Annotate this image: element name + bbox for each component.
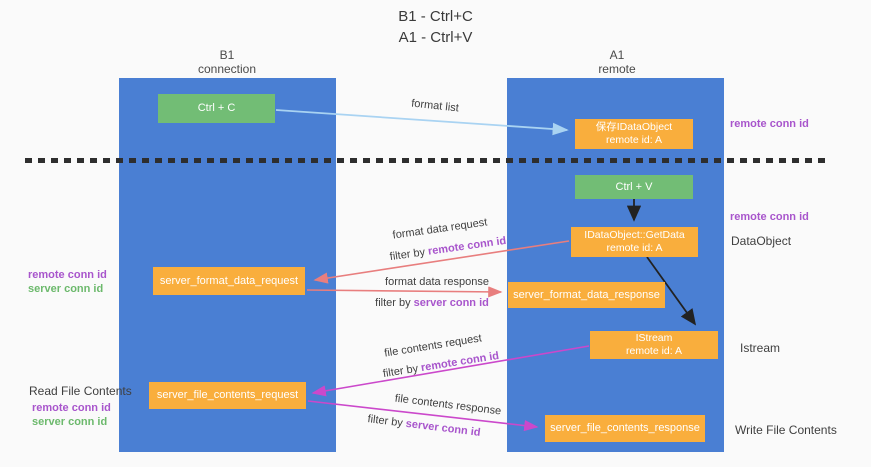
- side-label-remote-conn-id-left-2: remote conn id: [32, 402, 111, 414]
- side-label-remote-conn-id-left-1: remote conn id: [28, 269, 107, 281]
- dashed-divider: [25, 158, 831, 163]
- arrow-format-data-request: [313, 240, 570, 284]
- title-line-2: A1 - Ctrl+V: [398, 29, 473, 46]
- node-getdata-line1: IDataObject::GetData: [584, 229, 685, 241]
- arrow-format-data-response: [306, 286, 503, 298]
- left-column-role: connection: [197, 62, 257, 76]
- side-label-remote-conn-id-1: remote conn id: [730, 118, 809, 130]
- side-label-dataobject: DataObject: [731, 234, 792, 248]
- diagram-title: B1 - Ctrl+C A1 - Ctrl+V: [0, 6, 871, 48]
- node-ctrl-v-label: Ctrl + V: [615, 180, 653, 193]
- node-ctrl-c: Ctrl + C: [158, 94, 275, 123]
- side-label-remote-conn-id-2: remote conn id: [730, 211, 809, 223]
- left-column-name: B1: [219, 48, 235, 62]
- node-server-file-contents-response: server_file_contents_response: [545, 415, 705, 442]
- node-server-file-contents-request-label: server_file_contents_request: [156, 389, 299, 401]
- node-server-file-contents-response-label: server_file_contents_response: [550, 422, 700, 434]
- node-istream: IStream remote id: A: [590, 331, 718, 359]
- arrow-getdata-to-istream: [646, 256, 697, 326]
- node-server-format-data-response: server_format_data_response: [508, 282, 665, 308]
- node-server-format-data-request-label: server_format_data_request: [159, 274, 299, 287]
- right-column-header: A1 remote: [537, 48, 697, 76]
- node-getdata-line2: remote id: A: [606, 242, 663, 254]
- right-column-name: A1: [609, 48, 625, 62]
- left-column-header: B1 connection: [147, 48, 307, 76]
- node-save-idataobject-line1: 保存IDataObject: [595, 121, 673, 133]
- edge-label-filter-server-1: filter by server conn id: [375, 297, 489, 309]
- right-column-role: remote: [598, 62, 636, 76]
- arrow-file-contents-request: [311, 345, 590, 397]
- node-idataobject-getdata: IDataObject::GetData remote id: A: [571, 227, 698, 257]
- node-istream-line2: remote id: A: [625, 345, 683, 357]
- node-ctrl-v: Ctrl + V: [575, 175, 693, 199]
- node-istream-line1: IStream: [635, 332, 673, 344]
- node-server-format-data-request: server_format_data_request: [153, 267, 305, 295]
- node-ctrl-c-label: Ctrl + C: [197, 102, 236, 114]
- edge-label-format-data-response: format data response: [385, 276, 489, 288]
- title-line-1: B1 - Ctrl+C: [398, 8, 473, 25]
- node-server-file-contents-request: server_file_contents_request: [149, 382, 306, 409]
- server-conn-id-text: server conn id: [413, 297, 489, 309]
- side-label-server-conn-id-left-2: server conn id: [32, 416, 108, 428]
- node-server-format-data-response-label: server_format_data_response: [513, 288, 660, 301]
- side-label-read-file-contents: Read File Contents: [29, 384, 132, 398]
- node-save-idataobject-line2: remote id: A: [605, 134, 663, 146]
- arrow-format-list: [275, 109, 569, 136]
- filter-by-text: filter by: [375, 297, 411, 309]
- side-label-server-conn-id-left-1: server conn id: [28, 283, 104, 295]
- arrow-file-contents-response: [307, 400, 539, 432]
- side-label-write-file-contents: Write File Contents: [735, 423, 837, 437]
- side-label-istream: Istream: [740, 341, 781, 355]
- node-save-idataobject: 保存IDataObject remote id: A: [575, 119, 693, 149]
